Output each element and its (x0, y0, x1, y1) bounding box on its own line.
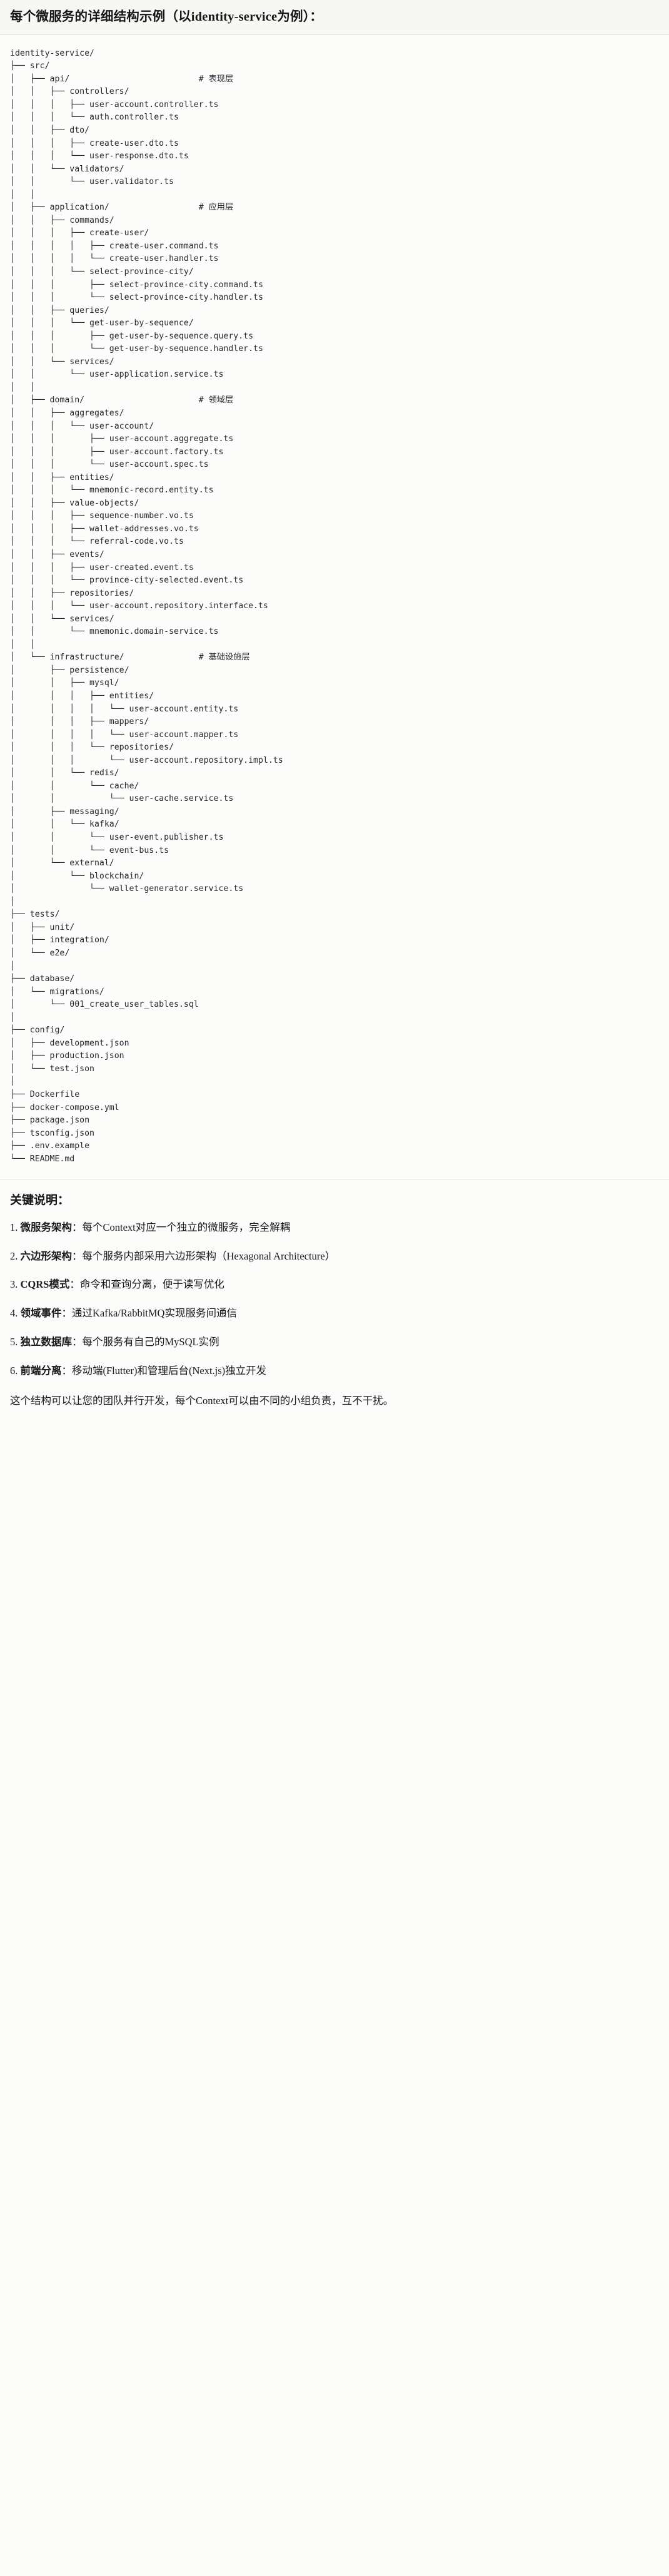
note-text: ：命令和查询分离，便于读写优化 (69, 1278, 224, 1291)
list-item: 六边形架构：每个服务内部采用六边形架构（Hexagonal Architectu… (10, 1249, 659, 1265)
list-item: 领域事件：通过Kafka/RabbitMQ实现服务间通信 (10, 1306, 659, 1321)
list-item: 前端分离：移动端(Flutter)和管理后台(Next.js)独立开发 (10, 1363, 659, 1379)
note-text: ：每个Context对应一个独立的微服务，完全解耦 (72, 1221, 291, 1233)
note-label: 微服务架构 (20, 1221, 73, 1233)
note-label: CQRS模式 (20, 1278, 70, 1291)
note-label: 六边形架构 (20, 1250, 73, 1262)
note-text: ：每个服务有自己的MySQL实例 (72, 1335, 219, 1348)
closing-paragraph: 这个结构可以让您的团队并行开发，每个Context可以由不同的小组负责，互不干扰… (10, 1395, 394, 1407)
note-text: ：通过Kafka/RabbitMQ实现服务间通信 (61, 1307, 237, 1320)
page-title: 每个微服务的详细结构示例（以identity-service为例）： (10, 10, 323, 24)
list-item: 微服务架构：每个Context对应一个独立的微服务，完全解耦 (10, 1220, 659, 1236)
title-bar: 每个微服务的详细结构示例（以identity-service为例）： (0, 0, 669, 35)
key-notes-section: 关键说明： 微服务架构：每个Context对应一个独立的微服务，完全解耦 六边形… (0, 1180, 669, 1426)
list-item: 独立数据库：每个服务有自己的MySQL实例 (10, 1335, 659, 1350)
directory-tree: identity-service/ ├── src/ │ ├── api/ # … (10, 48, 283, 1164)
note-label: 独立数据库 (20, 1335, 73, 1348)
note-text: ：移动端(Flutter)和管理后台(Next.js)独立开发 (61, 1364, 267, 1377)
key-notes-heading: 关键说明： (10, 1194, 70, 1208)
note-text: ：每个服务内部采用六边形架构（Hexagonal Architecture） (72, 1250, 336, 1262)
note-label: 前端分离 (20, 1364, 62, 1377)
note-label: 领域事件 (20, 1307, 62, 1320)
list-item: CQRS模式：命令和查询分离，便于读写优化 (10, 1277, 659, 1293)
directory-tree-block: identity-service/ ├── src/ │ ├── api/ # … (0, 34, 669, 1181)
key-notes-list: 微服务架构：每个Context对应一个独立的微服务，完全解耦 六边形架构：每个服… (10, 1220, 659, 1379)
document-page: 每个微服务的详细结构示例（以identity-service为例）： ident… (0, 0, 669, 1425)
